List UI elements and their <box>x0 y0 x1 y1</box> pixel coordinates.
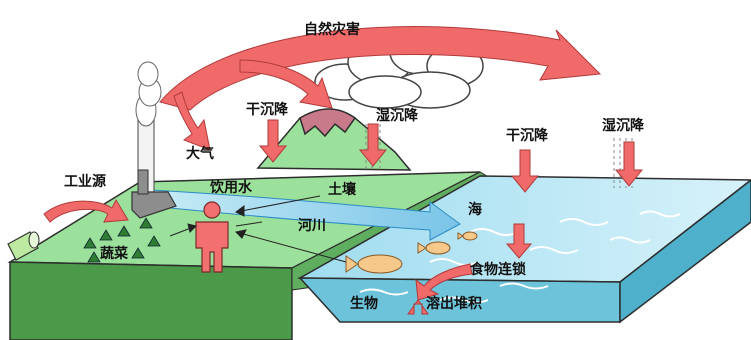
label-soil: 土壤 <box>328 182 356 198</box>
sea-side <box>619 179 751 324</box>
pointer-lines <box>169 195 347 263</box>
fish <box>345 231 478 274</box>
label-dry-deposition-right: 干沉降 <box>506 128 548 144</box>
label-vegetables: 蔬菜 <box>100 246 128 262</box>
factory <box>131 61 177 219</box>
label-dissolution-deposition: 溶出堆积 <box>426 296 482 312</box>
waste-barrel <box>7 231 40 261</box>
person <box>195 201 229 273</box>
label-natural-disaster: 自然灾害 <box>304 22 360 38</box>
label-dry-deposition-left: 干沉降 <box>246 102 288 118</box>
vegetables <box>83 217 161 263</box>
label-food-chain: 食物连锁 <box>470 262 526 278</box>
label-wet-deposition-right: 湿沉降 <box>602 118 644 134</box>
label-organisms: 生物 <box>350 296 378 312</box>
label-atmosphere: 大气 <box>186 146 214 162</box>
label-industrial-source: 工业源 <box>64 174 106 190</box>
river-arrow <box>149 189 461 241</box>
label-river: 河川 <box>298 218 326 234</box>
sea-block <box>297 175 751 324</box>
sea-waves <box>359 210 681 304</box>
label-drinking-water: 饮用水 <box>210 180 252 196</box>
label-wet-deposition-left: 湿沉降 <box>376 108 418 124</box>
land-front <box>9 261 293 340</box>
label-sea: 海 <box>468 202 482 218</box>
red-arrows <box>43 26 644 315</box>
